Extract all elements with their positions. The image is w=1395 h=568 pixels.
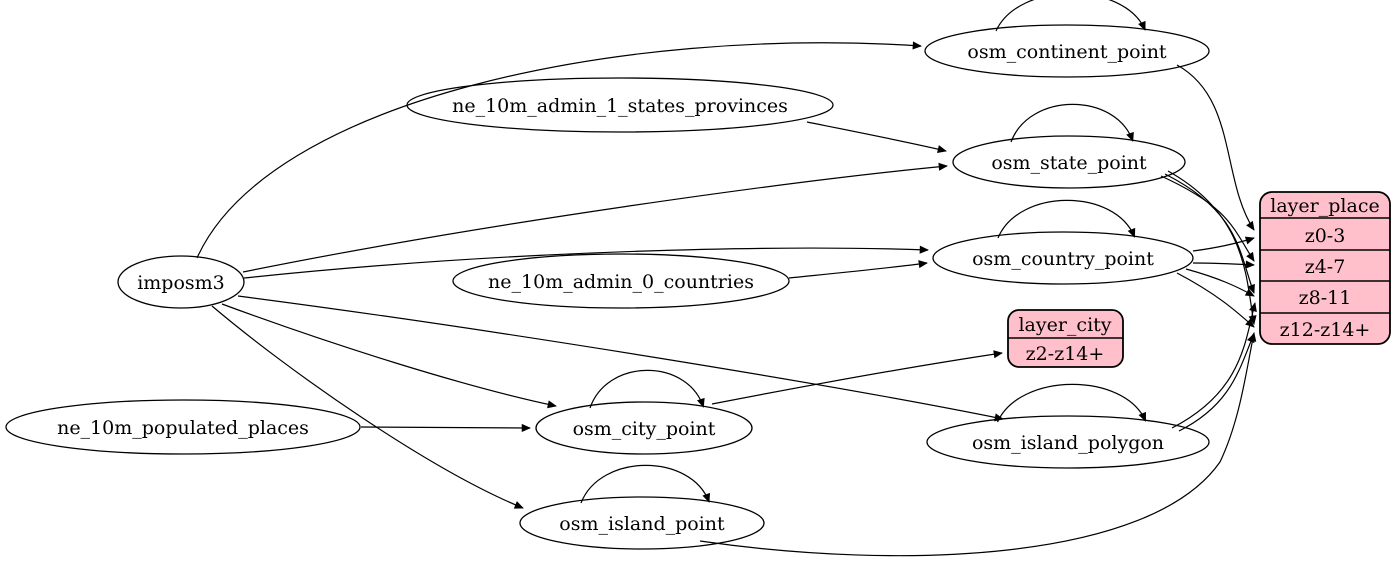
node-label-osm-continent-point: osm_continent_point: [967, 41, 1167, 63]
node-label-osm-island-point: osm_island_point: [559, 513, 725, 535]
node-label-osm-island-polygon: osm_island_polygon: [972, 432, 1164, 454]
node-label-imposm3: imposm3: [137, 272, 225, 294]
edge-osm_country_point->layer_place#z0-3: [1192, 236, 1255, 252]
edge-osm_state_point->osm_state_point: [1010, 103, 1134, 143]
node-osm-city-point: [535, 401, 753, 455]
edge-imposm3->osm_island_polygon: [237, 295, 1004, 422]
record-row-z8-11: z8-11: [1299, 287, 1352, 309]
record-row-z4-7: z4-7: [1305, 256, 1346, 278]
node-osm-continent-point: [924, 24, 1210, 78]
node-label-osm-country-point: osm_country_point: [972, 248, 1154, 270]
edge-osm_state_point->layer_place#z8-11: [1164, 173, 1255, 294]
edge-osm_city_point->osm_city_point: [589, 369, 705, 409]
node-label-osm-state-point: osm_state_point: [991, 152, 1147, 174]
record-title-layer-city: layer_city: [1018, 314, 1111, 336]
node-osm-island-point: [519, 496, 765, 550]
record-layer-place: [1259, 191, 1391, 345]
edge-osm_country_point->osm_country_point: [997, 199, 1136, 239]
edge-imposm3->osm_country_point: [243, 245, 929, 279]
edge-osm_island_point->layer_place#z12-z14+: [699, 332, 1257, 557]
edge-osm_island_point->osm_island_point: [580, 464, 710, 504]
edge-osm_country_point->layer_place#z4-7: [1192, 260, 1255, 269]
node-osm-state-point: [952, 135, 1186, 189]
edge-osm_island_polygon->osm_island_polygon: [996, 383, 1147, 423]
record-row-z2-z14: z2-z14+: [1026, 343, 1105, 365]
edge-osm_state_point->layer_place#z4-7: [1160, 175, 1255, 262]
node-label-ne-10m-populated-places: ne_10m_populated_places: [57, 417, 309, 439]
edge-imposm3->osm_city_point: [221, 303, 557, 409]
node-imposm3: [117, 255, 245, 309]
edge-ne_10m_admin_0_countries->osm_country_point: [788, 260, 928, 279]
node-osm-country-point: [932, 231, 1194, 285]
edge-imposm3->osm_state_point: [242, 162, 948, 273]
node-shapes: [5, 24, 1391, 550]
edge-osm_island_polygon->layer_place#z8-11: [1171, 302, 1257, 429]
record-title-layer-place: layer_place: [1270, 195, 1379, 217]
node-osm-island-polygon: [926, 415, 1210, 469]
record-layer-place-box: [1259, 191, 1391, 345]
edge-osm_country_point->layer_place#z8-11: [1185, 268, 1255, 297]
edge-osm_city_point->layer_city#z2-z14+: [711, 350, 1003, 405]
edge-imposm3->osm_continent_point: [196, 41, 922, 259]
record-row-z12-z14: z12-z14+: [1280, 319, 1371, 341]
record-layer-city: [1007, 309, 1124, 368]
edge-imposm3->osm_island_point: [211, 305, 524, 509]
node-ne-10m-admin-0-countries: [452, 253, 790, 309]
edge-osm_country_point->layer_place#z12-z14+: [1176, 272, 1255, 328]
node-label-ne-10m-admin-1-states-provinces: ne_10m_admin_1_states_provinces: [452, 95, 788, 117]
node-labels: imposm3 ne_10m_admin_1_states_provinces …: [57, 41, 1380, 535]
edge-osm_continent_point->layer_place#z0-3: [1176, 64, 1255, 231]
edge-ne_10m_admin_1_states_provinces->osm_state_point: [806, 121, 947, 154]
edge-osm_island_polygon->layer_place#z12-z14+: [1178, 333, 1255, 432]
edge-osm_continent_point->osm_continent_point: [995, 0, 1146, 32]
node-label-ne-10m-admin-0-countries: ne_10m_admin_0_countries: [488, 271, 754, 293]
edge-layer: [196, 0, 1257, 557]
node-label-osm-city-point: osm_city_point: [573, 418, 716, 440]
edge-ne_10m_populated_places->osm_city_point: [360, 423, 531, 432]
node-ne-10m-populated-places: [5, 399, 361, 455]
record-row-z0-3: z0-3: [1305, 225, 1346, 247]
